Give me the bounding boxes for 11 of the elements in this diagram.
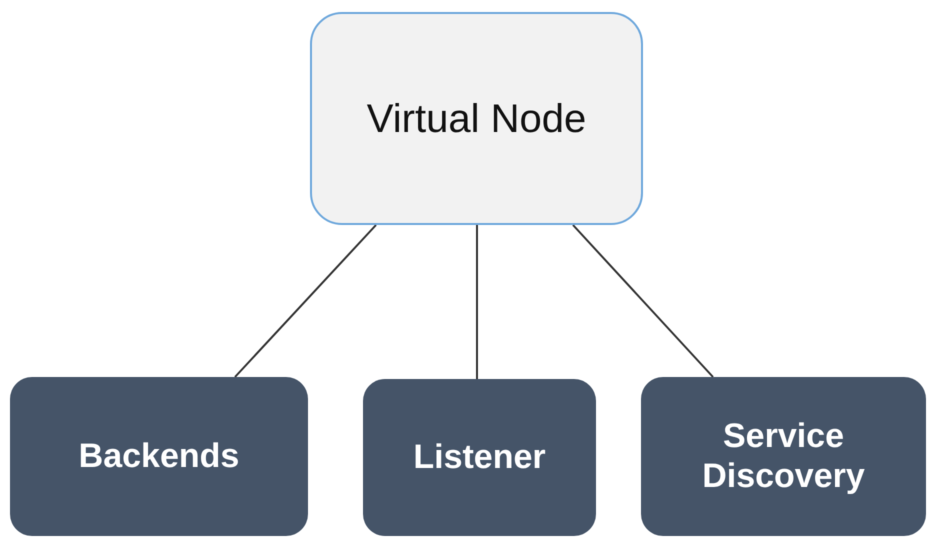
connector-line [572, 224, 714, 378]
node-label: Service Discovery [701, 417, 866, 496]
child-node-box [641, 377, 926, 536]
connector-line [476, 225, 478, 379]
node-label: Virtual Node [366, 96, 586, 142]
connector-line [234, 224, 377, 378]
parent-node-box [310, 12, 643, 225]
child-node-box [10, 377, 308, 536]
node-label: Listener [413, 438, 546, 478]
child-node-box [363, 379, 596, 536]
node-label: Backends [78, 436, 240, 476]
